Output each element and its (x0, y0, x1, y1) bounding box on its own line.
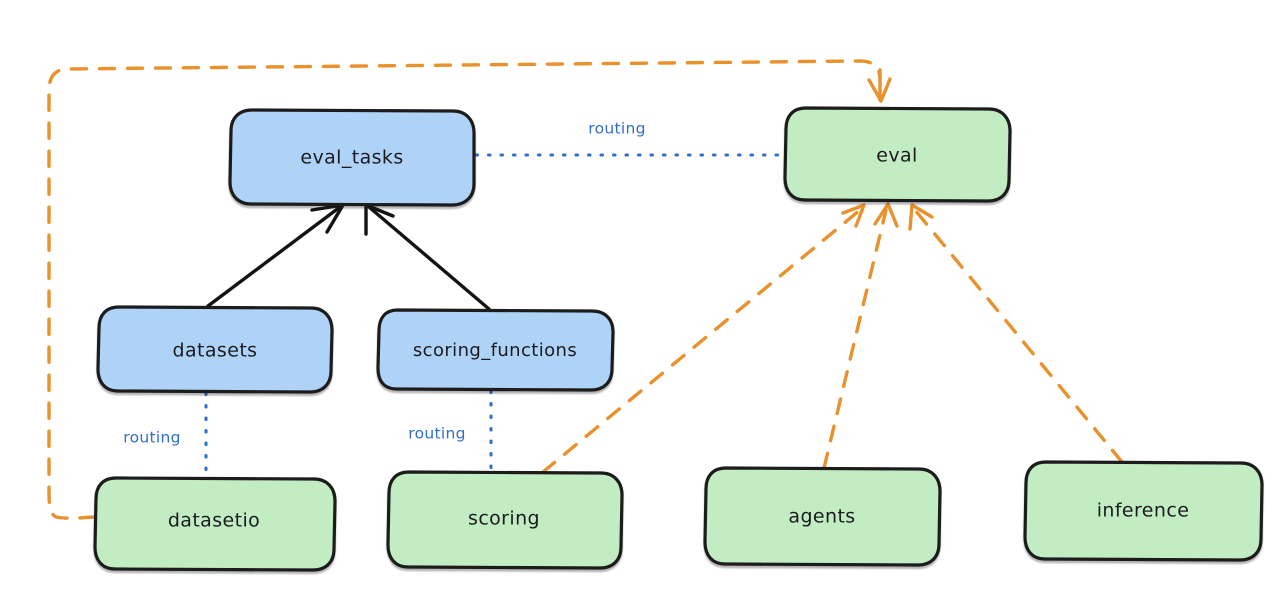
node-label-datasets: datasets (173, 340, 258, 362)
node-label-eval-tasks: eval_tasks (300, 147, 403, 169)
edge-datasets-to-datasetio: routing (123, 391, 208, 480)
node-label-agents: agents (788, 506, 855, 528)
edge-agents-to-eval (822, 202, 899, 470)
node-label-eval: eval (876, 145, 917, 167)
edge-scoring-functions-to-eval-tasks (364, 203, 491, 311)
edge-label-routing-eval: routing (588, 120, 646, 138)
node-inference[interactable] (1023, 460, 1264, 562)
node-label-datasetio: datasetio (168, 510, 260, 532)
node-agents[interactable] (703, 466, 942, 567)
node-datasetio[interactable] (93, 476, 337, 572)
node-label-inference: inference (1097, 500, 1190, 522)
edge-label-routing-datasetio: routing (123, 429, 181, 447)
edge-label-routing-scoring: routing (408, 425, 466, 443)
edge-inference-to-eval (908, 203, 1124, 464)
edge-datasetio-to-eval (47, 59, 892, 520)
node-eval[interactable] (783, 106, 1012, 203)
edge-scoring-functions-to-scoring: routing (408, 389, 493, 474)
node-scoring-functions[interactable] (376, 308, 615, 392)
node-scoring[interactable] (386, 470, 624, 570)
node-datasets[interactable] (96, 305, 334, 394)
node-label-scoring-functions: scoring_functions (413, 340, 577, 361)
edge-scoring-to-eval (541, 203, 866, 474)
node-label-scoring: scoring (468, 508, 540, 530)
node-eval-tasks[interactable] (228, 108, 476, 207)
edge-datasets-to-eval-tasks (206, 203, 345, 308)
edge-eval-tasks-to-eval: routing (474, 120, 786, 157)
